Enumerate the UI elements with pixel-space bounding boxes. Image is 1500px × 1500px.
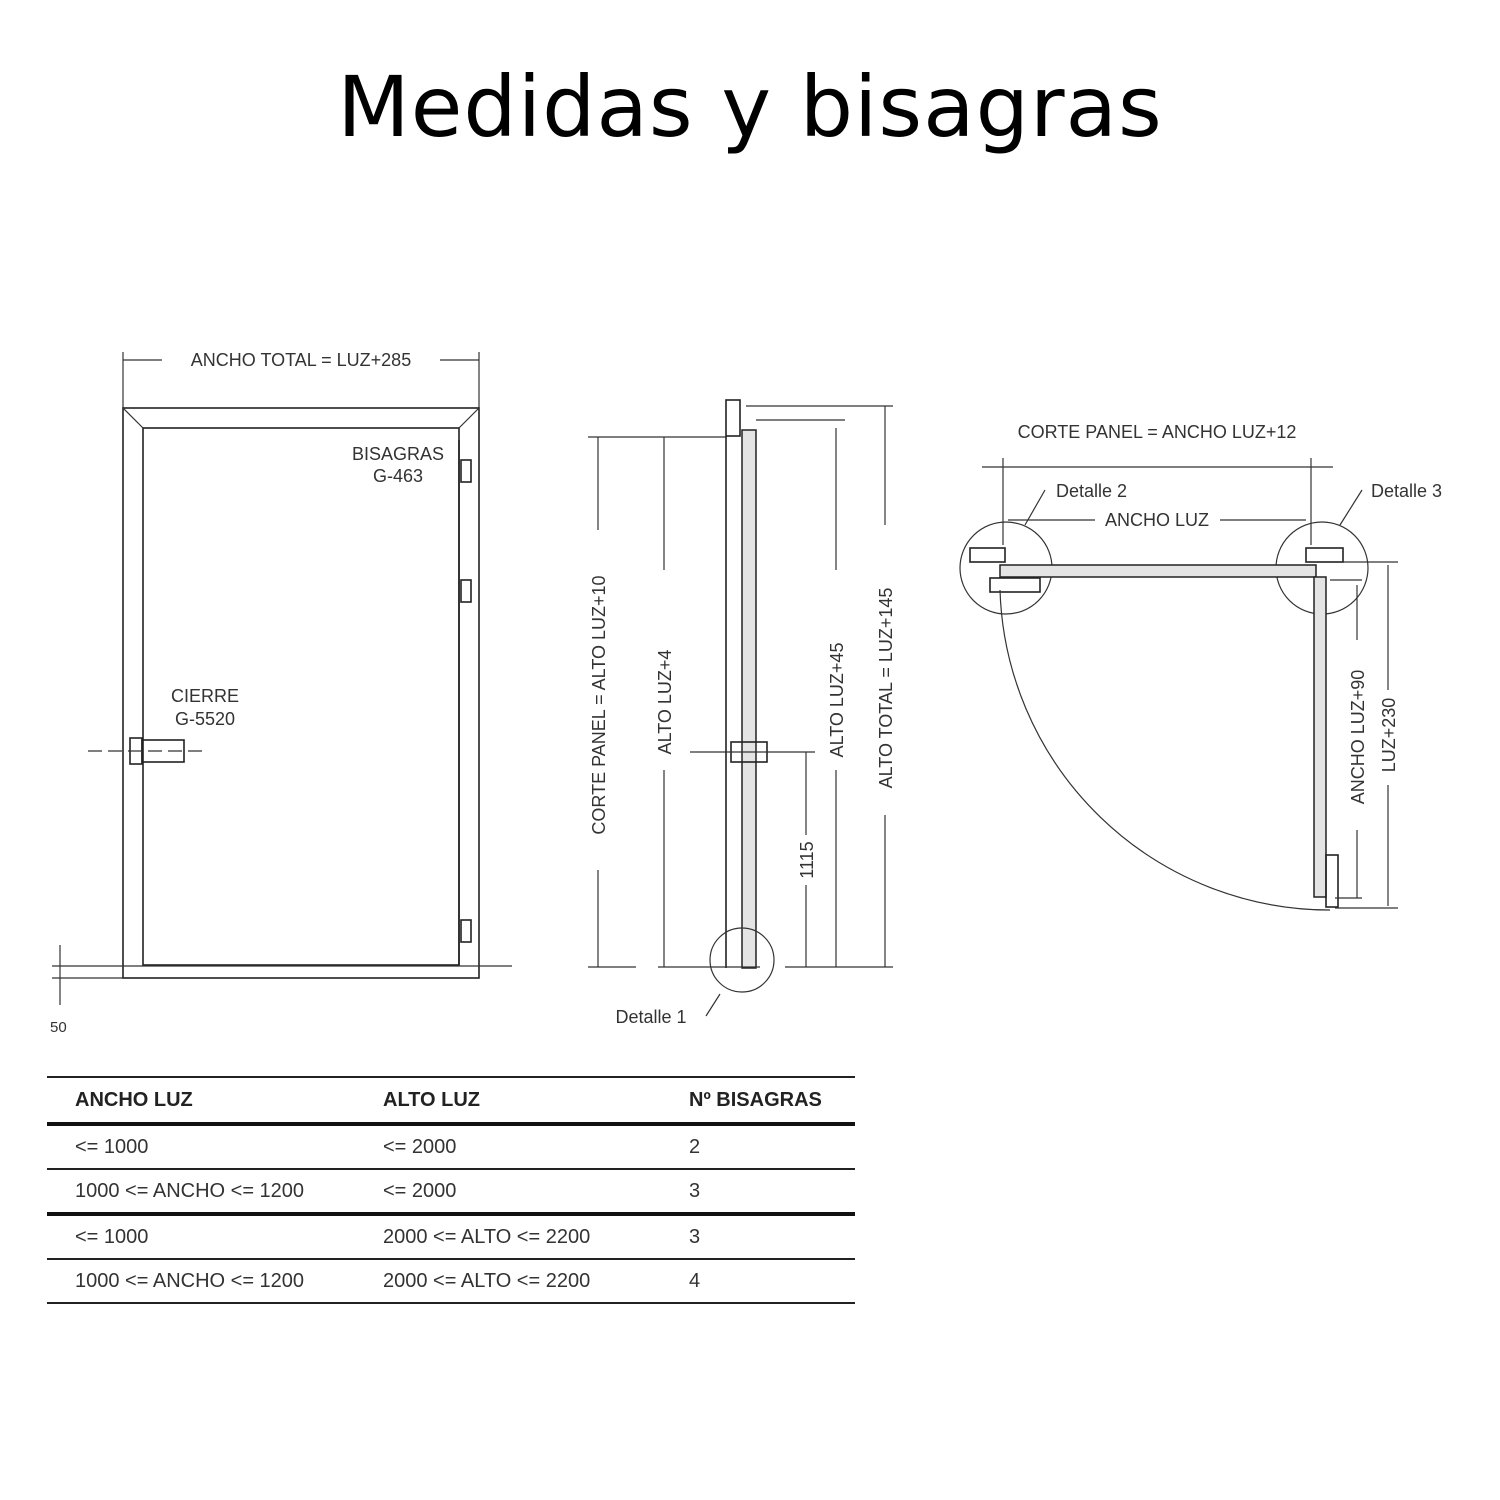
table-row: <= 1000 2000 <= ALTO <= 2200 3 bbox=[47, 1214, 855, 1260]
hinge-icon bbox=[460, 579, 472, 603]
door-frame bbox=[122, 407, 480, 979]
cierre-label: CIERRE bbox=[171, 686, 239, 706]
corte-panel-alto-label: CORTE PANEL = ALTO LUZ+10 bbox=[589, 575, 609, 834]
door-panel-open bbox=[1313, 576, 1327, 898]
header-num-bisagras: Nº BISAGRAS bbox=[661, 1076, 855, 1126]
hinge-icon bbox=[460, 919, 472, 943]
cell-ancho: <= 1000 bbox=[47, 1124, 355, 1170]
ancho-luz-90-label: ANCHO LUZ+90 bbox=[1348, 670, 1368, 805]
cell-alto: <= 2000 bbox=[355, 1169, 661, 1216]
door-panel-section bbox=[741, 429, 757, 969]
plan-view: CORTE PANEL = ANCHO LUZ+12 ANCHO LUZ Det… bbox=[959, 422, 1442, 911]
cell-bisagras: 3 bbox=[661, 1169, 855, 1216]
cell-ancho: 1000 <= ANCHO <= 1200 bbox=[47, 1169, 355, 1216]
bisagras-label: BISAGRAS bbox=[352, 444, 444, 464]
ancho-luz-label: ANCHO LUZ bbox=[1105, 510, 1209, 530]
ancho-total-label: ANCHO TOTAL = LUZ+285 bbox=[191, 350, 411, 370]
luz-230-label: LUZ+230 bbox=[1379, 698, 1399, 773]
header-ancho-luz: ANCHO LUZ bbox=[47, 1076, 355, 1126]
bisagras-code: G-463 bbox=[373, 466, 423, 486]
table-row: <= 1000 <= 2000 2 bbox=[47, 1124, 855, 1170]
cierre-code: G-5520 bbox=[175, 709, 235, 729]
cell-alto: 2000 <= ALTO <= 2200 bbox=[355, 1259, 661, 1304]
cell-bisagras: 3 bbox=[661, 1214, 855, 1260]
detalle-2-label: Detalle 2 bbox=[1056, 481, 1127, 501]
floor-offset-label: 50 bbox=[50, 1019, 67, 1036]
cell-bisagras: 2 bbox=[661, 1124, 855, 1170]
cell-ancho: 1000 <= ANCHO <= 1200 bbox=[47, 1259, 355, 1304]
page-title: Medidas y bisagras bbox=[337, 58, 1163, 156]
hinge-icon bbox=[460, 459, 472, 483]
detalle-3-label: Detalle 3 bbox=[1371, 481, 1442, 501]
front-view: ANCHO TOTAL = LUZ+285 BISAGRAS G-463 CIE… bbox=[50, 350, 512, 1036]
alto-luz-4-label: ALTO LUZ+4 bbox=[655, 650, 675, 755]
cell-alto: 2000 <= ALTO <= 2200 bbox=[355, 1214, 661, 1260]
alto-total-label: ALTO TOTAL = LUZ+145 bbox=[876, 588, 896, 789]
table-row: 1000 <= ANCHO <= 1200 2000 <= ALTO <= 22… bbox=[47, 1259, 855, 1304]
hinges-table: ANCHO LUZ ALTO LUZ Nº BISAGRAS <= 1000 <… bbox=[47, 1076, 855, 1304]
alto-luz-45-label: ALTO LUZ+45 bbox=[827, 643, 847, 758]
side-view: Detalle 1 CORTE PANEL = ALTO LUZ+10 ALTO… bbox=[588, 399, 896, 1027]
detalle-1-label: Detalle 1 bbox=[615, 1007, 686, 1027]
door-panel-closed bbox=[999, 564, 1317, 578]
corte-panel-ancho-label: CORTE PANEL = ANCHO LUZ+12 bbox=[1018, 422, 1297, 442]
header-alto-luz: ALTO LUZ bbox=[355, 1076, 661, 1126]
height-1115-label: 1115 bbox=[797, 841, 817, 878]
door-swing-arc bbox=[999, 589, 1331, 911]
cell-bisagras: 4 bbox=[661, 1259, 855, 1304]
cell-alto: <= 2000 bbox=[355, 1124, 661, 1170]
table-row: 1000 <= ANCHO <= 1200 <= 2000 3 bbox=[47, 1169, 855, 1216]
table-header-row: ANCHO LUZ ALTO LUZ Nº BISAGRAS bbox=[47, 1076, 855, 1126]
cell-ancho: <= 1000 bbox=[47, 1214, 355, 1260]
